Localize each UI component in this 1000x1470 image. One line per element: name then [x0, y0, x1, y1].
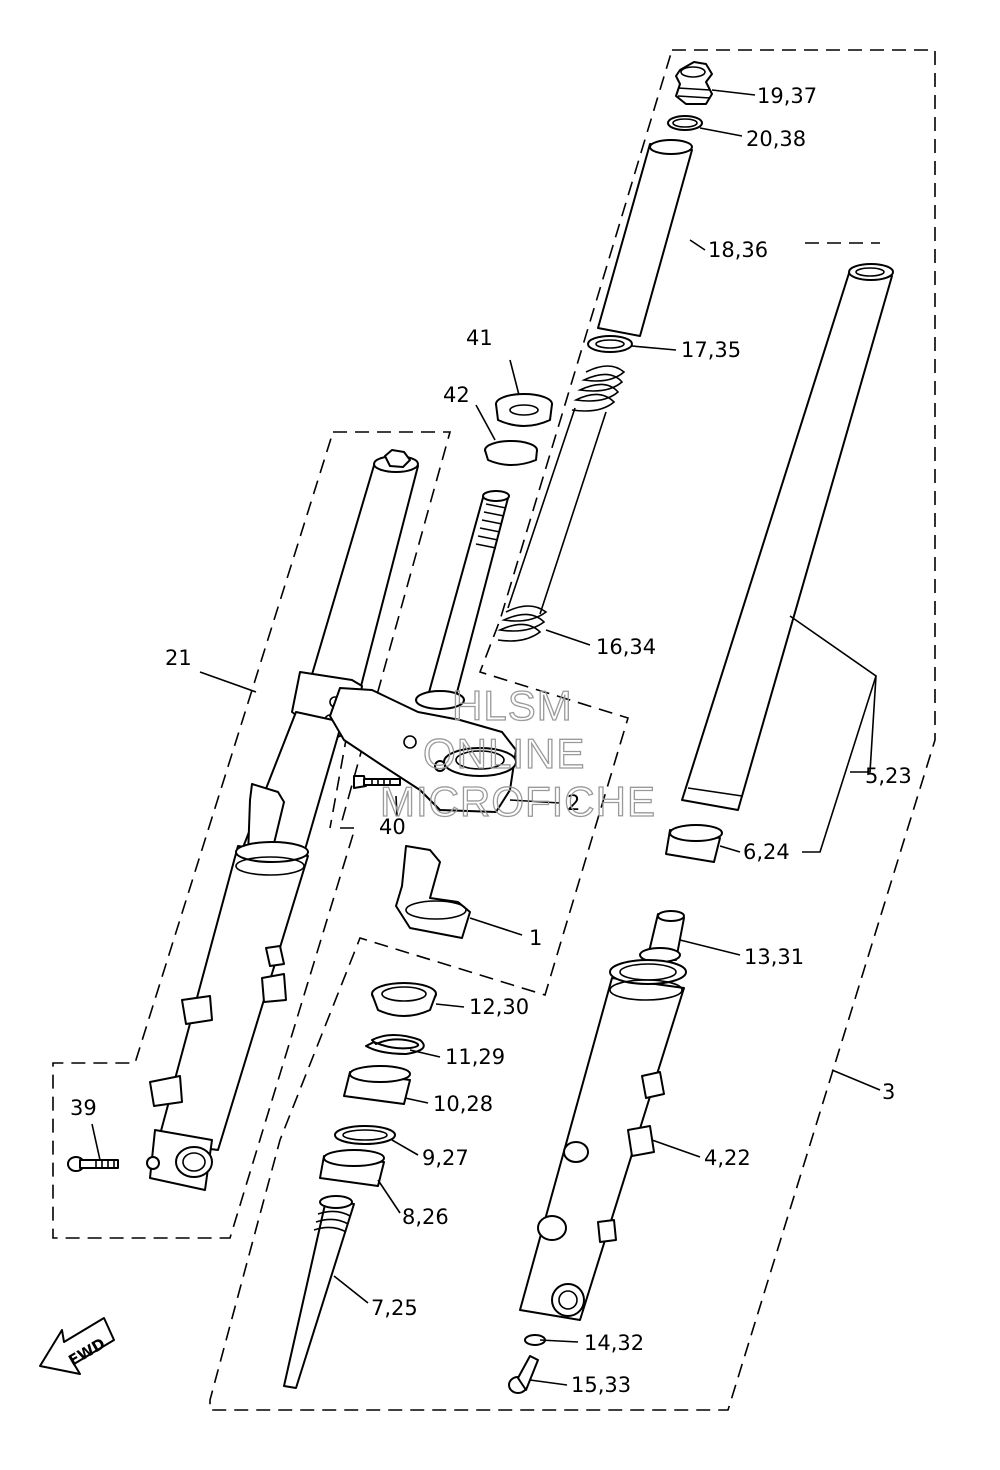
- callout-13-31: 13,31: [744, 945, 804, 969]
- callout-1: 1: [529, 926, 542, 950]
- left-inner-tube: [307, 461, 419, 691]
- circlip-11-29: [365, 1034, 425, 1055]
- fwd-arrow-icon: [39, 1317, 115, 1375]
- callout-4-22: 4,22: [704, 1146, 751, 1170]
- callout-labels: 19,37 20,38 18,36 17,35 16,34 41 42 21 2…: [70, 84, 912, 1397]
- seal-stack: [283, 982, 437, 1389]
- callout-5-23: 5,23: [865, 764, 912, 788]
- callout-11-29: 11,29: [445, 1045, 505, 1069]
- steering-stem: [329, 490, 517, 813]
- outer-tube-4-22: [519, 977, 685, 1321]
- washer-17-35: [587, 335, 633, 353]
- callout-21: 21: [165, 646, 192, 670]
- bolt-40: [353, 775, 401, 789]
- callout-39: 39: [70, 1096, 97, 1120]
- callout-10-28: 10,28: [433, 1092, 493, 1116]
- callout-8-26: 8,26: [402, 1205, 449, 1229]
- left-outer-tube-top: [235, 841, 309, 863]
- callout-15-33: 15,33: [571, 1373, 631, 1397]
- lower-bracket: [329, 687, 517, 813]
- callout-7-25: 7,25: [371, 1296, 418, 1320]
- callout-14-32: 14,32: [584, 1331, 644, 1355]
- callout-20-38: 20,38: [746, 127, 806, 151]
- callout-16-34: 16,34: [596, 635, 656, 659]
- watermark-line-2: ONLINE: [423, 730, 585, 777]
- bearings: [484, 393, 553, 466]
- fork-spring-upper: [571, 365, 626, 412]
- callout-3: 3: [882, 1080, 895, 1104]
- fork-spring-lower: [497, 605, 548, 642]
- callout-12-30: 12,30: [469, 995, 529, 1019]
- cap-bolt-19-37: [675, 61, 713, 105]
- watermark-line-1: HLSM: [452, 682, 573, 729]
- watermark-line-3: MICROFICHE: [380, 778, 656, 825]
- callout-19-37: 19,37: [757, 84, 817, 108]
- right-outer-tube: [519, 910, 687, 1321]
- callout-9-27: 9,27: [422, 1146, 469, 1170]
- washer-9-27: [334, 1125, 396, 1145]
- bolt-15-33: [517, 1355, 539, 1391]
- group-21-boundary: [52, 431, 452, 1239]
- fork-guard-1-shape: [395, 845, 471, 939]
- fwd-direction-badge: FWD: [39, 1317, 115, 1375]
- callout-6-24: 6,24: [743, 840, 790, 864]
- left-fork-cap: [384, 449, 411, 468]
- watermark: HLSM ONLINE MICROFICHE: [379, 681, 656, 825]
- fork-internals: [497, 61, 713, 642]
- right-inner-tube: [665, 263, 894, 863]
- fork-guard-1: [395, 845, 471, 939]
- leader-lines: [91, 89, 881, 1386]
- bolt-39: [67, 1156, 119, 1172]
- callout-18-36: 18,36: [708, 238, 768, 262]
- callout-17-35: 17,35: [681, 338, 741, 362]
- left-axle-boss: [175, 1146, 213, 1178]
- callout-41: 41: [466, 326, 493, 350]
- spacer-18-36: [597, 143, 693, 337]
- callout-42: 42: [443, 383, 470, 407]
- group-3-boundary: [209, 49, 936, 1411]
- left-fork-assembly: [146, 449, 419, 1191]
- callout-2: 2: [567, 791, 580, 815]
- bottom-hardware: [508, 1334, 546, 1394]
- steering-stem-shaft: [427, 493, 509, 701]
- callout-40: 40: [379, 815, 406, 839]
